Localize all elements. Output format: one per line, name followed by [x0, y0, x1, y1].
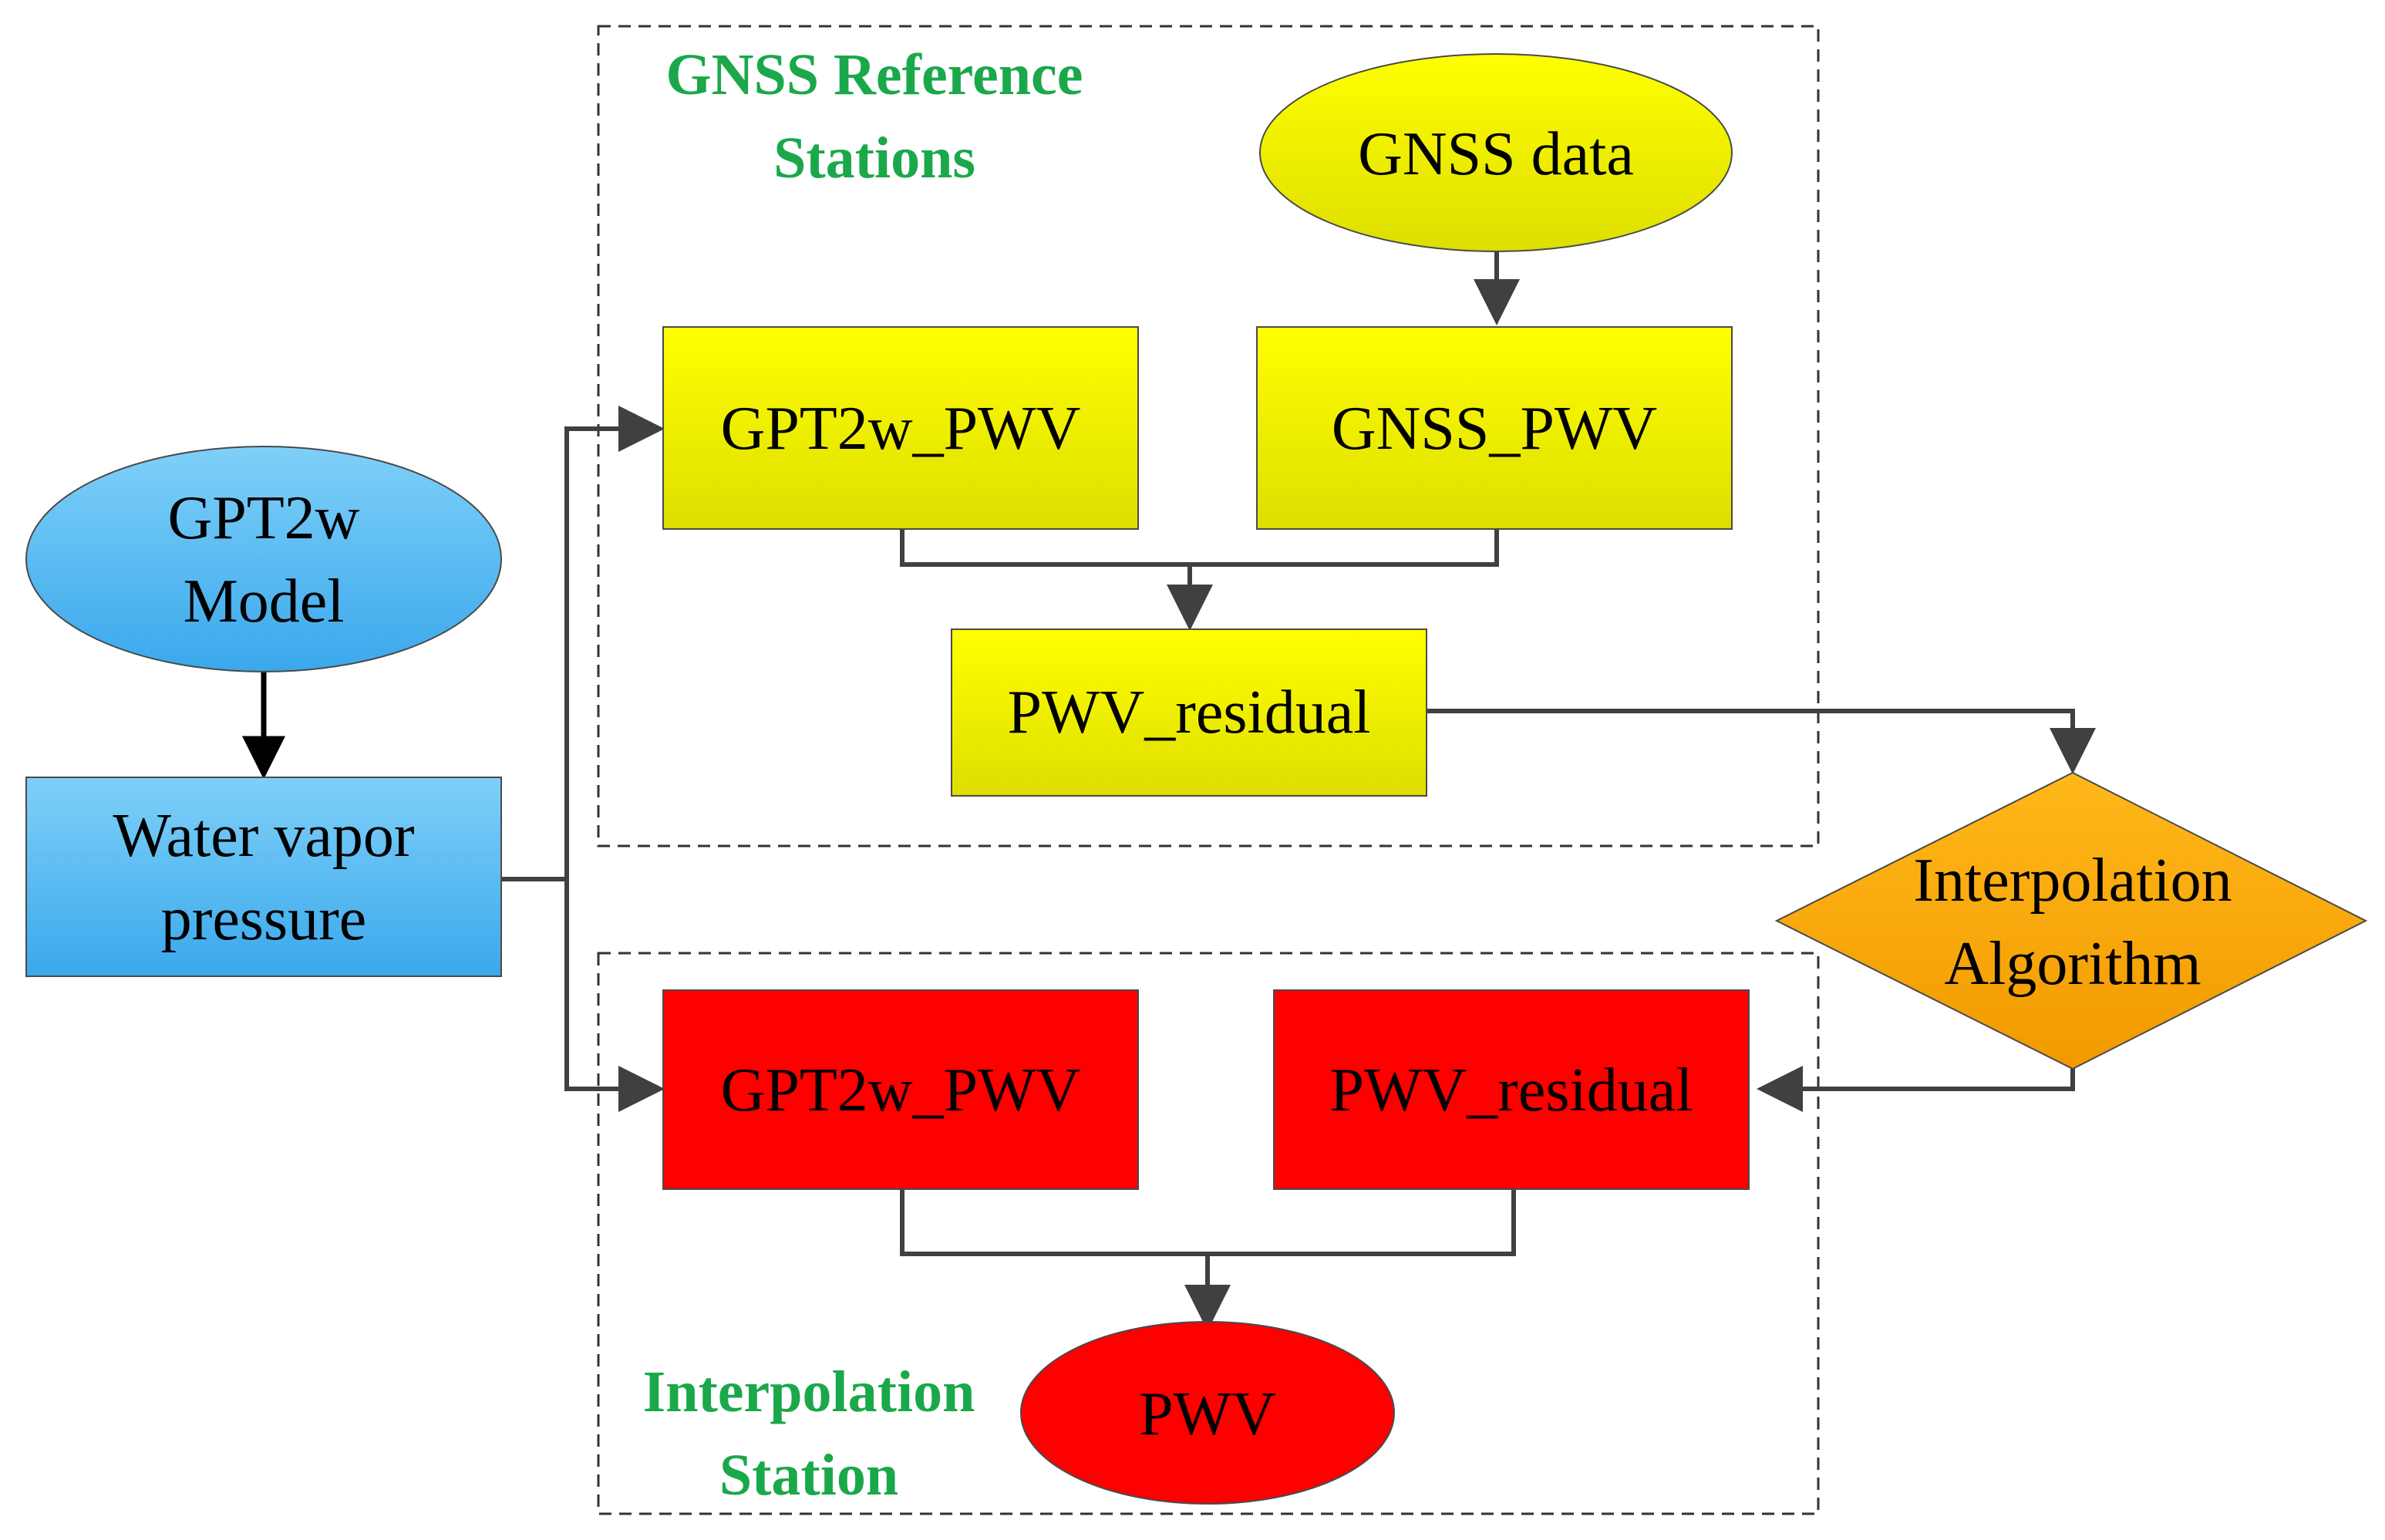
node-ref-pwv-residual [951, 628, 1427, 797]
group-reference-title-line2: Stations [773, 126, 975, 190]
edge-ref-gpt2w-to-residual [900, 529, 1499, 567]
node-interp-pwv-residual-label: PWV_residual [1329, 1056, 1693, 1124]
group-reference-stations [597, 25, 1820, 848]
edge-ref-residual-to-algorithm [1427, 709, 2096, 774]
node-water-vapor-pressure [25, 777, 502, 977]
node-gnss-data-label: GNSS data [1358, 120, 1634, 188]
node-ref-gnss-pwv [1256, 326, 1733, 530]
node-interp-gpt2w-pwv-label: GPT2w_PWV [721, 1056, 1081, 1124]
node-ref-gpt2w-pwv [662, 326, 1139, 530]
node-interpolation-algorithm [1774, 771, 2368, 1070]
node-ref-gpt2w-pwv-label: GPT2w_PWV [721, 395, 1081, 463]
node-gnss-data [1259, 53, 1733, 252]
node-pwv-output [1020, 1321, 1395, 1505]
node-ref-gnss-pwv-label: GNSS_PWV [1332, 395, 1657, 463]
group-interpolation-title-line1: Interpolation [643, 1360, 975, 1424]
node-gpt2w-model-line2: Model [184, 568, 345, 635]
node-ref-pwv-residual-label: PWV_residual [1007, 679, 1370, 746]
edge-algorithm-to-interp-residual [1757, 1066, 2075, 1112]
node-gpt2w-model [25, 446, 502, 672]
node-interpolation-algorithm-line1: Interpolation [1913, 847, 2232, 915]
edge-interp-merge [900, 1189, 1516, 1256]
node-water-vapor-line1: Water vapor [113, 802, 414, 870]
node-interp-gpt2w-pwv [662, 989, 1139, 1190]
group-interpolation-station [597, 952, 1820, 1515]
edge-water-vapor-to-interp-gpt2w [564, 879, 665, 1112]
edge-water-vapor-to-ref-gpt2w [500, 406, 665, 881]
node-interp-pwv-residual [1273, 989, 1750, 1190]
node-interpolation-algorithm-line2: Algorithm [1944, 930, 2201, 998]
node-water-vapor-line2: pressure [161, 885, 367, 953]
node-pwv-output-label: PWV [1139, 1380, 1276, 1448]
group-reference-title-line1: GNSS Reference [665, 42, 1083, 107]
node-gpt2w-model-line1: GPT2w [168, 484, 360, 552]
group-interpolation-title-line2: Station [719, 1443, 898, 1508]
